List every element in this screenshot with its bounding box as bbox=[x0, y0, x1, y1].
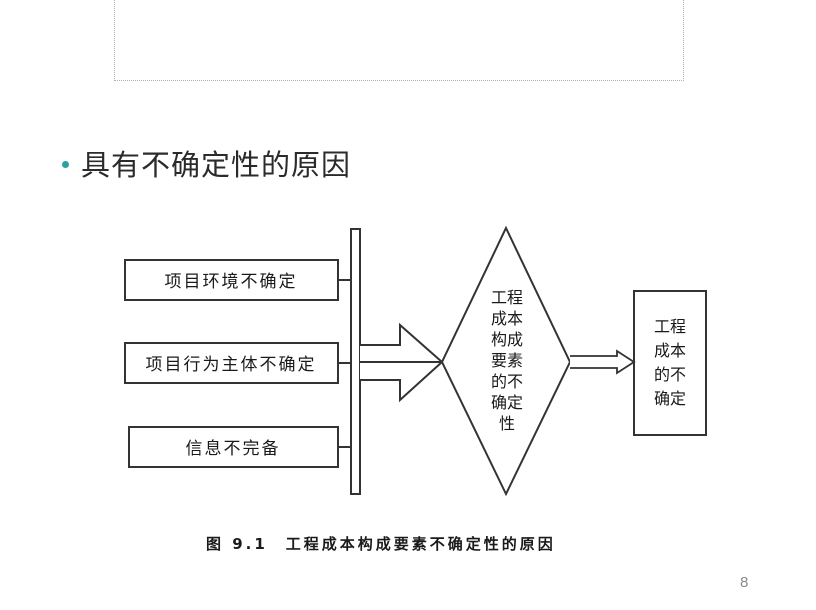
small-arrow bbox=[570, 349, 636, 375]
page-number: 8 bbox=[740, 574, 749, 591]
result-line-1: 工程 bbox=[654, 317, 686, 336]
middle-line-2: 成本 bbox=[491, 309, 523, 328]
middle-line-6: 确定 bbox=[491, 393, 523, 412]
middle-line-3: 构成 bbox=[491, 330, 523, 349]
title-placeholder bbox=[114, 0, 684, 81]
collector-bar bbox=[350, 228, 361, 495]
middle-line-1: 工程 bbox=[491, 288, 523, 307]
source-text-actors: 项目行为主体不确定 bbox=[146, 355, 317, 375]
result-line-2: 成本 bbox=[654, 341, 686, 360]
bullet-text: 具有不确定性的原因 bbox=[81, 148, 352, 182]
result-box bbox=[633, 290, 707, 436]
result-line-3: 的不 bbox=[654, 365, 686, 384]
bullet-dot-icon bbox=[62, 160, 69, 168]
middle-diamond bbox=[440, 225, 572, 497]
middle-line-5: 的不 bbox=[491, 372, 523, 391]
middle-line-7: 性 bbox=[499, 414, 515, 433]
result-line-4: 确定 bbox=[654, 389, 686, 408]
source-text-environment: 项目环境不确定 bbox=[165, 272, 298, 292]
source-text-information: 信息不完备 bbox=[186, 439, 281, 459]
figure-caption: 图 9.1 工程成本构成要素不确定性的原因 bbox=[206, 535, 556, 553]
bullet-item: 具有不确定性的原因 bbox=[62, 142, 351, 184]
middle-line-4: 要素 bbox=[491, 351, 523, 370]
